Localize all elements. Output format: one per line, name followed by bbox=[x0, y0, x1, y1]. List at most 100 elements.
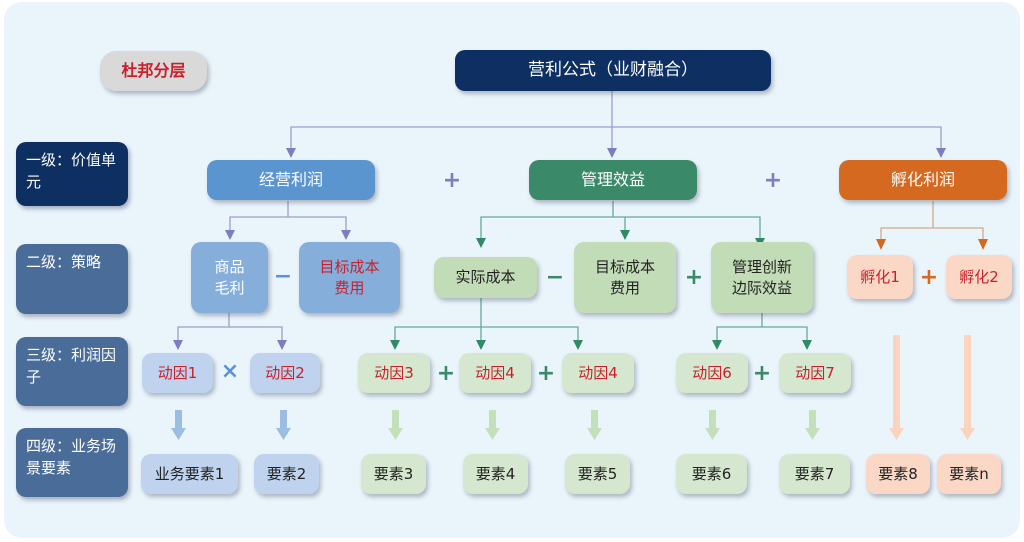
driver-4b-node[interactable]: 动因4 bbox=[562, 353, 634, 393]
arrow-to-fuhua1 bbox=[876, 239, 886, 250]
operating-profit-label: 经营利润 bbox=[258, 170, 323, 190]
node-line2: 费用 bbox=[334, 278, 365, 297]
element-2-node[interactable]: 要素2 bbox=[254, 454, 319, 494]
element-6-label: 要素6 bbox=[691, 464, 732, 483]
product-gross-margin-node[interactable]: 商品 毛利 bbox=[191, 242, 268, 313]
arrow-to-dongyin6 bbox=[712, 340, 722, 350]
root-formula-node[interactable]: 营利公式（业财融合） bbox=[455, 50, 771, 91]
driver-7-node[interactable]: 动因7 bbox=[779, 353, 851, 393]
level-4-label: 四级：业务场景要素 bbox=[16, 428, 128, 497]
plus-operator: + bbox=[536, 361, 556, 386]
element-n-label: 要素n bbox=[949, 464, 989, 483]
level-4-text: 四级：业务场景要素 bbox=[26, 437, 117, 477]
arrow-to-guanli bbox=[607, 148, 617, 158]
driver-4a-label: 动因4 bbox=[475, 363, 515, 382]
driver-1-node[interactable]: 动因1 bbox=[142, 353, 213, 393]
element-5-node[interactable]: 要素5 bbox=[565, 454, 630, 494]
multiply-operator: × bbox=[220, 359, 240, 384]
driver-7-label: 动因7 bbox=[795, 363, 835, 382]
arrow-to-dongyin1 bbox=[173, 340, 183, 350]
plus-operator: + bbox=[684, 265, 704, 290]
node-line2: 边际效益 bbox=[731, 278, 792, 297]
management-innovation-node[interactable]: 管理创新 边际效益 bbox=[711, 242, 813, 313]
actual-cost-node[interactable]: 实际成本 bbox=[434, 257, 537, 298]
target-cost-expense-green-node[interactable]: 目标成本 费用 bbox=[574, 242, 676, 313]
driver-3-node[interactable]: 动因3 bbox=[358, 353, 430, 393]
driver-4a-node[interactable]: 动因4 bbox=[459, 353, 531, 393]
driver-1-label: 动因1 bbox=[157, 363, 198, 382]
dupont-layer-tag: 杜邦分层 bbox=[100, 51, 207, 91]
root-connectors bbox=[290, 90, 942, 150]
actual-cost-label: 实际成本 bbox=[455, 268, 516, 287]
plus-operator: + bbox=[442, 168, 462, 193]
level-3-text: 三级：利润因子 bbox=[26, 346, 117, 386]
driver-4b-label: 动因4 bbox=[578, 363, 618, 382]
level-1-label: 一级：价值单元 bbox=[16, 142, 128, 206]
plus-operator: + bbox=[763, 168, 783, 193]
node-line1: 管理创新 bbox=[731, 258, 792, 277]
green-block-arrows bbox=[388, 410, 820, 440]
minus-operator: − bbox=[273, 264, 293, 289]
management-benefit-label: 管理效益 bbox=[580, 170, 645, 190]
element-7-node[interactable]: 要素7 bbox=[779, 454, 850, 494]
level-3-label: 三级：利润因子 bbox=[16, 337, 128, 406]
driver-3-label: 动因3 bbox=[374, 363, 414, 382]
element-4-label: 要素4 bbox=[475, 464, 516, 483]
incubation-2-node[interactable]: 孵化2 bbox=[946, 255, 1012, 299]
element-1-node[interactable]: 业务要素1 bbox=[141, 454, 238, 494]
node-line1: 商品 bbox=[214, 258, 245, 277]
element-4-node[interactable]: 要素4 bbox=[463, 454, 528, 494]
incubation-1-label: 孵化1 bbox=[860, 267, 900, 286]
element-n-node[interactable]: 要素n bbox=[937, 454, 1001, 494]
plus-operator: + bbox=[919, 265, 939, 290]
node-line2: 毛利 bbox=[214, 278, 245, 297]
root-formula-label: 营利公式（业财融合） bbox=[528, 60, 698, 81]
target-cost-expense-blue-node[interactable]: 目标成本 费用 bbox=[299, 242, 400, 313]
root-arrowheads bbox=[286, 148, 946, 158]
element-1-label: 业务要素1 bbox=[154, 464, 225, 483]
arrow-to-shangpin bbox=[225, 230, 235, 240]
element-8-node[interactable]: 要素8 bbox=[866, 454, 930, 494]
element-7-label: 要素7 bbox=[794, 464, 835, 483]
arrow-to-jingying bbox=[286, 148, 296, 158]
node-line2: 费用 bbox=[609, 278, 640, 297]
element-8-label: 要素8 bbox=[878, 464, 918, 483]
plus-operator: + bbox=[752, 361, 772, 386]
element-6-node[interactable]: 要素6 bbox=[676, 454, 747, 494]
element-2-label: 要素2 bbox=[266, 464, 307, 483]
element-3-label: 要素3 bbox=[373, 464, 414, 483]
driver-6-node[interactable]: 动因6 bbox=[676, 353, 748, 393]
arrow-to-dongyin7 bbox=[802, 340, 812, 350]
incubation-profit-node[interactable]: 孵化利润 bbox=[839, 160, 1007, 200]
arrow-to-dongyin4b bbox=[573, 340, 583, 350]
peach-block-arrows bbox=[889, 335, 975, 440]
arrow-to-fuhua bbox=[936, 148, 946, 158]
incubation-2-label: 孵化2 bbox=[959, 267, 999, 286]
node-line1: 目标成本 bbox=[319, 258, 380, 277]
arrow-to-mubiao-green bbox=[620, 230, 630, 240]
driver-6-label: 动因6 bbox=[692, 363, 732, 382]
arrow-to-dongyin4a bbox=[476, 340, 486, 350]
management-benefit-node[interactable]: 管理效益 bbox=[529, 160, 697, 200]
element-3-node[interactable]: 要素3 bbox=[361, 454, 426, 494]
driver-2-label: 动因2 bbox=[265, 363, 305, 382]
arrow-to-dongyin2 bbox=[277, 340, 287, 350]
dupont-layer-label: 杜邦分层 bbox=[121, 61, 186, 81]
node-line1: 目标成本 bbox=[594, 258, 655, 277]
arrow-to-shiji bbox=[476, 238, 486, 248]
incubation-profit-label: 孵化利润 bbox=[890, 170, 955, 190]
driver-2-node[interactable]: 动因2 bbox=[250, 353, 320, 393]
level-2-label: 二级：策略 bbox=[16, 244, 128, 314]
arrow-to-fuhua2 bbox=[978, 239, 988, 250]
level-2-text: 二级：策略 bbox=[26, 253, 102, 271]
arrow-to-mubiao-blue bbox=[341, 230, 351, 240]
plus-operator: + bbox=[436, 361, 456, 386]
minus-operator: − bbox=[545, 265, 565, 290]
operating-profit-node[interactable]: 经营利润 bbox=[207, 160, 375, 200]
level-1-text: 一级：价值单元 bbox=[26, 151, 117, 191]
blue-block-arrows bbox=[171, 410, 291, 440]
element-5-label: 要素5 bbox=[577, 464, 618, 483]
incubation-1-node[interactable]: 孵化1 bbox=[847, 255, 913, 299]
arrow-to-dongyin3 bbox=[390, 340, 400, 350]
